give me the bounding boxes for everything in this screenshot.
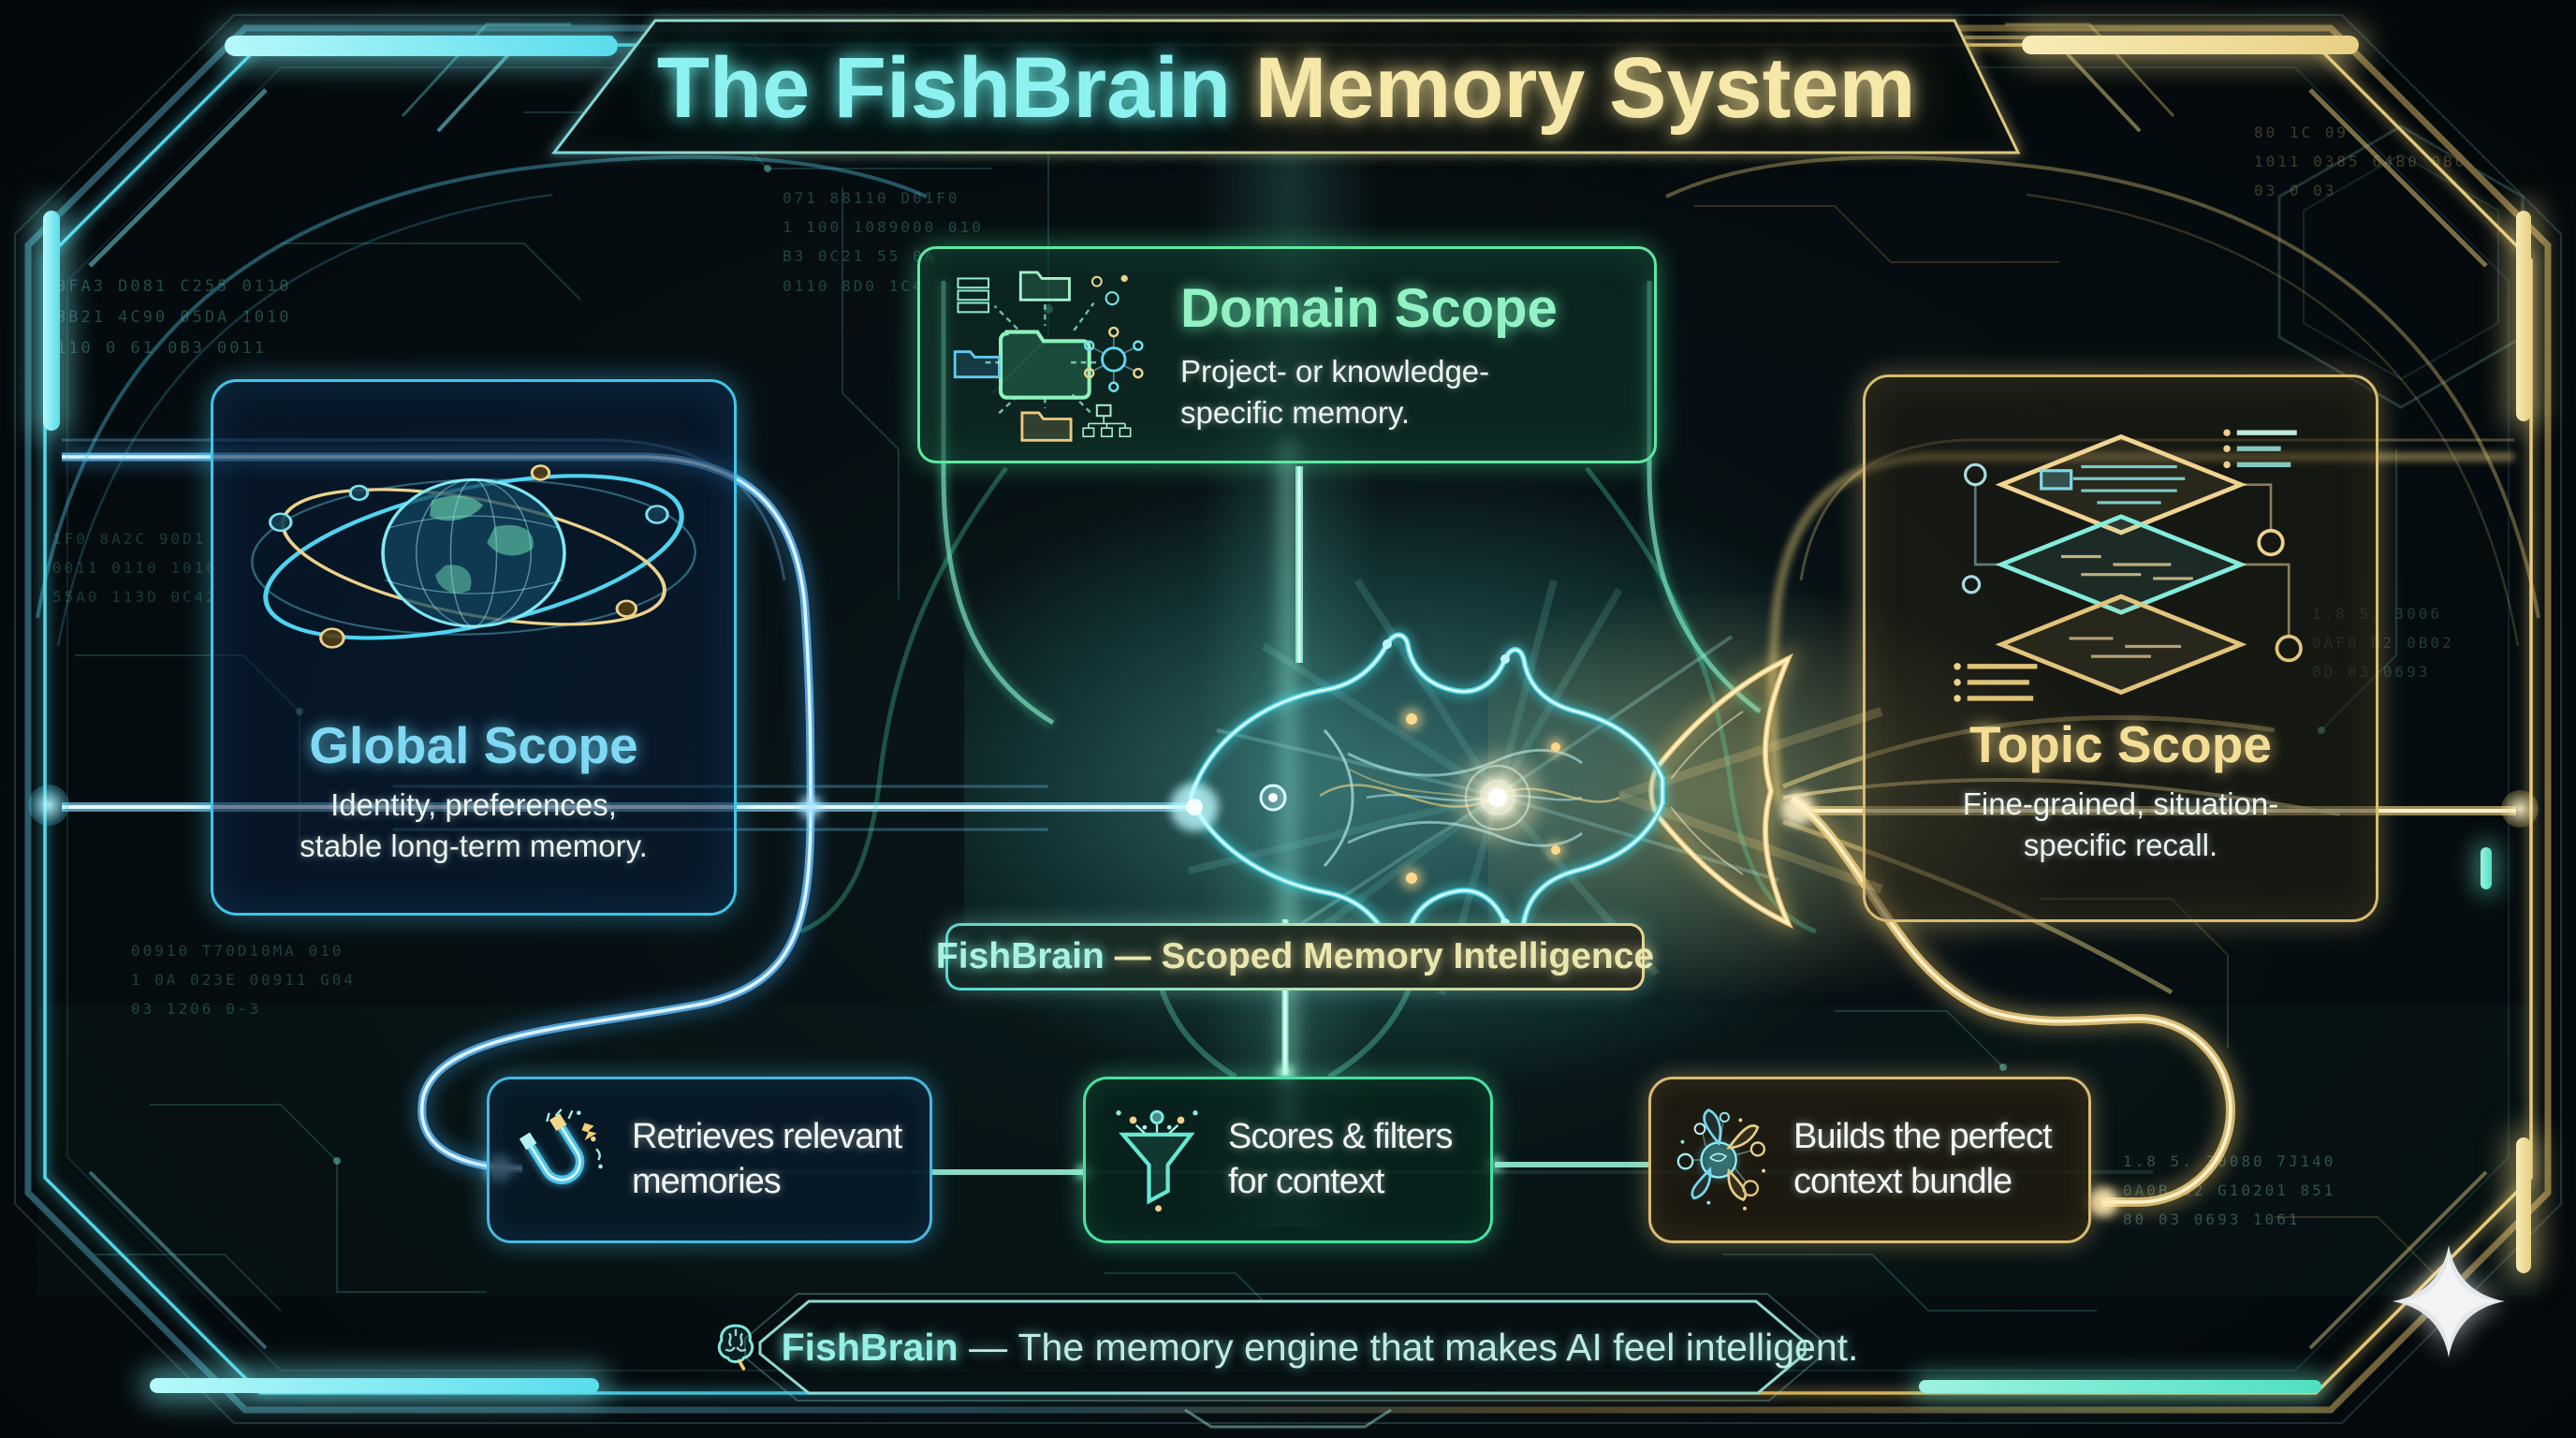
network-bundle-icon bbox=[1676, 1108, 1766, 1211]
domain-scope-title: Domain Scope bbox=[1180, 277, 1558, 339]
caption-brand: FishBrain bbox=[935, 936, 1105, 976]
topic-scope-card: Topic Scope Fine-grained, situation-spec… bbox=[1863, 374, 2378, 922]
edge-glow-top-right bbox=[2022, 36, 2359, 54]
edge-glow-left bbox=[43, 211, 60, 431]
title-rest-text: Memory System bbox=[1231, 39, 1916, 136]
caption-separator: — bbox=[1104, 936, 1162, 976]
edge-glow-right-mid bbox=[2481, 847, 2492, 889]
edge-glow-right-upper bbox=[2516, 211, 2531, 421]
fishbrain-caption-badge: FishBrain — Scoped Memory Intelligence bbox=[936, 923, 1654, 990]
score-filter-card: Scores & filters for context bbox=[1083, 1077, 1493, 1243]
four-point-star-icon bbox=[2393, 1245, 2505, 1357]
edge-glow-bottom-left bbox=[150, 1378, 599, 1393]
retrieve-memories-label: Retrieves relevant memories bbox=[632, 1117, 902, 1201]
topic-scope-title: Topic Scope bbox=[1969, 715, 2272, 773]
funnel-icon bbox=[1116, 1109, 1198, 1212]
context-bundle-label: Builds the perfect context bundle bbox=[1793, 1117, 2053, 1201]
score-filter-label: Scores & filters for context bbox=[1228, 1117, 1454, 1201]
page-title: The FishBrain Memory System bbox=[554, 26, 2018, 150]
retrieve-memories-card: Retrieves relevant memories bbox=[487, 1077, 932, 1243]
global-scope-description: Identity, preferences, stable long-term … bbox=[300, 787, 648, 863]
footer-tagline-text: The memory engine that makes AI feel int… bbox=[1017, 1325, 1859, 1369]
edge-burst-right bbox=[2501, 790, 2539, 828]
edge-burst-left bbox=[28, 785, 69, 826]
context-bundle-card: Builds the perfect context bundle bbox=[1648, 1077, 2091, 1243]
footer-separator: — bbox=[958, 1325, 1018, 1369]
global-scope-title: Global Scope bbox=[309, 716, 638, 774]
folder-network-icon bbox=[953, 271, 1144, 442]
edge-glow-bottom-right bbox=[1919, 1380, 2321, 1393]
domain-scope-card: Domain Scope Project- or knowledge-speci… bbox=[917, 246, 1657, 463]
layered-docs-icon bbox=[1953, 429, 2303, 702]
footer-tagline-bar: FishBrain — The memory engine that makes… bbox=[717, 1301, 1858, 1393]
brain-icon bbox=[717, 1324, 754, 1371]
neon-fish-icon bbox=[1184, 578, 1883, 996]
globe-orbit-icon bbox=[251, 464, 696, 649]
topic-scope-description: Fine-grained, situation-specific recall. bbox=[1962, 786, 2279, 862]
domain-scope-description: Project- or knowledge-specific memory. bbox=[1180, 353, 1490, 430]
edge-glow-top-left bbox=[225, 36, 618, 56]
edge-glow-right-lower bbox=[2516, 1137, 2531, 1273]
magnet-icon bbox=[519, 1108, 603, 1186]
footer-brand-text: FishBrain bbox=[781, 1325, 959, 1369]
global-scope-card: Global Scope Identity, preferences, stab… bbox=[211, 379, 737, 916]
caption-text: Scoped Memory Intelligence bbox=[1161, 936, 1655, 976]
title-brand-text: The FishBrain bbox=[656, 39, 1232, 136]
